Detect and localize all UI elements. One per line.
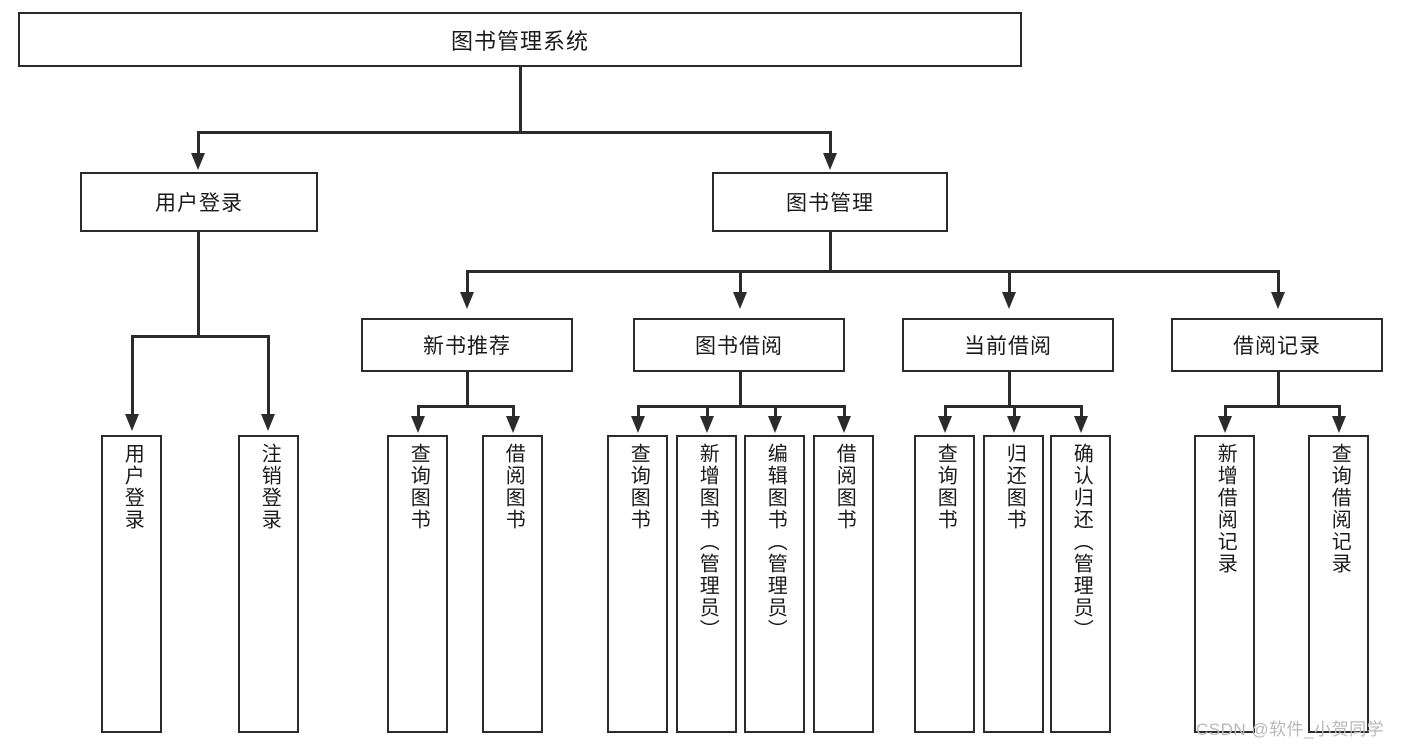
- leaf-label: 查询图书: [627, 443, 650, 531]
- connector-level3-drop-current-borrow: [1008, 270, 1011, 295]
- connector-level3-drop-book-borrow: [739, 270, 742, 295]
- leaf-borrow-book[interactable]: 借阅图书: [813, 435, 874, 733]
- node-borrow-record[interactable]: 借阅记录: [1171, 318, 1383, 372]
- node-book-borrow[interactable]: 图书借阅: [633, 318, 845, 372]
- leaf-label: 编辑图书（管理员）: [764, 443, 787, 641]
- arrow-to-leaf-user-login: [125, 414, 139, 431]
- connector-borrow-record-bus: [1224, 405, 1340, 408]
- leaf-logout[interactable]: 注销登录: [238, 435, 299, 733]
- connector-book-borrow-bus: [637, 405, 843, 408]
- leaf-label: 查询图书: [934, 443, 957, 531]
- arrow-to-book-management: [823, 153, 837, 170]
- leaf-label: 注销登录: [258, 443, 281, 531]
- leaf-query-book-borrow[interactable]: 查询图书: [607, 435, 668, 733]
- leaf-query-book-current[interactable]: 查询图书: [914, 435, 975, 733]
- leaf-label: 新增借阅记录: [1214, 443, 1237, 575]
- node-current-borrow[interactable]: 当前借阅: [902, 318, 1114, 372]
- connector-current-borrow-drop-3: [1080, 405, 1083, 419]
- connector-level2-drop-user-login: [197, 131, 200, 157]
- arrow-to-leaf-logout: [261, 414, 275, 431]
- arrow-to-leaf-confirm-return: [1074, 416, 1088, 433]
- connector-new-book-stem: [466, 372, 469, 405]
- connector-level3-bus: [466, 270, 1277, 273]
- arrow-to-leaf-add-book: [700, 416, 714, 433]
- node-label: 新书推荐: [423, 335, 511, 358]
- connector-user-login-stem: [197, 232, 200, 335]
- arrow-to-leaf-add-record: [1218, 416, 1232, 433]
- arrow-to-leaf-query-book-1: [411, 416, 425, 433]
- connector-new-book-drop-2: [512, 405, 515, 419]
- arrow-to-borrow-record: [1271, 292, 1285, 309]
- arrow-to-leaf-borrow-book-1: [506, 416, 520, 433]
- leaf-label: 查询图书: [407, 443, 430, 531]
- arrow-to-leaf-borrow-book-2: [837, 416, 851, 433]
- connector-level3-drop-new-book: [466, 270, 469, 295]
- leaf-label: 借阅图书: [502, 443, 525, 531]
- node-root-book-management-system[interactable]: 图书管理系统: [18, 12, 1022, 67]
- node-book-management[interactable]: 图书管理: [712, 172, 948, 232]
- leaf-label: 借阅图书: [833, 443, 856, 531]
- node-user-login[interactable]: 用户登录: [80, 172, 318, 232]
- connector-borrow-record-drop-2: [1338, 405, 1341, 419]
- node-new-book-recommend[interactable]: 新书推荐: [361, 318, 573, 372]
- node-label: 用户登录: [155, 192, 243, 215]
- connector-borrow-record-drop-1: [1224, 405, 1227, 419]
- connector-root-stem: [519, 67, 522, 131]
- leaf-user-login[interactable]: 用户登录: [101, 435, 162, 733]
- connector-new-book-bus: [417, 405, 514, 408]
- connector-book-management-stem: [829, 232, 832, 270]
- connector-user-login-drop-2: [267, 335, 270, 418]
- connector-user-login-drop-1: [131, 335, 134, 418]
- arrow-to-user-login: [191, 153, 205, 170]
- node-label: 图书借阅: [695, 335, 783, 358]
- leaf-edit-book-admin[interactable]: 编辑图书（管理员）: [744, 435, 805, 733]
- connector-current-borrow-drop-2: [1013, 405, 1016, 419]
- connector-book-borrow-drop-3: [774, 405, 777, 419]
- arrow-to-leaf-return-book: [1007, 416, 1021, 433]
- arrow-to-leaf-query-record: [1332, 416, 1346, 433]
- arrow-to-leaf-edit-book: [768, 416, 782, 433]
- connector-book-borrow-drop-4: [843, 405, 846, 419]
- connector-new-book-drop-1: [417, 405, 420, 419]
- connector-level2-drop-book-management: [829, 131, 832, 157]
- node-label: 当前借阅: [964, 335, 1052, 358]
- connector-level3-drop-borrow-record: [1277, 270, 1280, 295]
- connector-book-borrow-stem: [739, 372, 742, 405]
- connector-user-login-bus: [131, 335, 267, 338]
- connector-borrow-record-stem: [1277, 372, 1280, 405]
- node-label: 借阅记录: [1233, 335, 1321, 358]
- leaf-label: 用户登录: [121, 443, 144, 531]
- connector-current-borrow-stem: [1008, 372, 1011, 405]
- arrow-to-new-book-recommend: [460, 292, 474, 309]
- leaf-query-borrow-record[interactable]: 查询借阅记录: [1308, 435, 1369, 733]
- connector-book-borrow-drop-2: [706, 405, 709, 419]
- leaf-add-borrow-record[interactable]: 新增借阅记录: [1194, 435, 1255, 733]
- leaf-label: 查询借阅记录: [1328, 443, 1351, 575]
- connector-current-borrow-drop-1: [944, 405, 947, 419]
- node-label: 图书管理系统: [450, 28, 589, 54]
- leaf-return-book[interactable]: 归还图书: [983, 435, 1044, 733]
- arrow-to-leaf-query-book-2: [631, 416, 645, 433]
- leaf-label: 确认归还（管理员）: [1070, 443, 1093, 641]
- leaf-borrow-book-recommend[interactable]: 借阅图书: [482, 435, 543, 733]
- arrow-to-current-borrow: [1002, 292, 1016, 309]
- arrow-to-book-borrow: [733, 292, 747, 309]
- leaf-label: 归还图书: [1003, 443, 1026, 531]
- node-label: 图书管理: [786, 192, 874, 215]
- leaf-add-book-admin[interactable]: 新增图书（管理员）: [676, 435, 737, 733]
- connector-level2-bus: [197, 131, 831, 134]
- leaf-confirm-return-admin[interactable]: 确认归还（管理员）: [1050, 435, 1111, 733]
- watermark-text: CSDN @软件_小贺同学: [1196, 720, 1385, 739]
- leaf-label: 新增图书（管理员）: [696, 443, 719, 641]
- leaf-query-book-recommend[interactable]: 查询图书: [387, 435, 448, 733]
- connector-book-borrow-drop-1: [637, 405, 640, 419]
- arrow-to-leaf-query-book-3: [938, 416, 952, 433]
